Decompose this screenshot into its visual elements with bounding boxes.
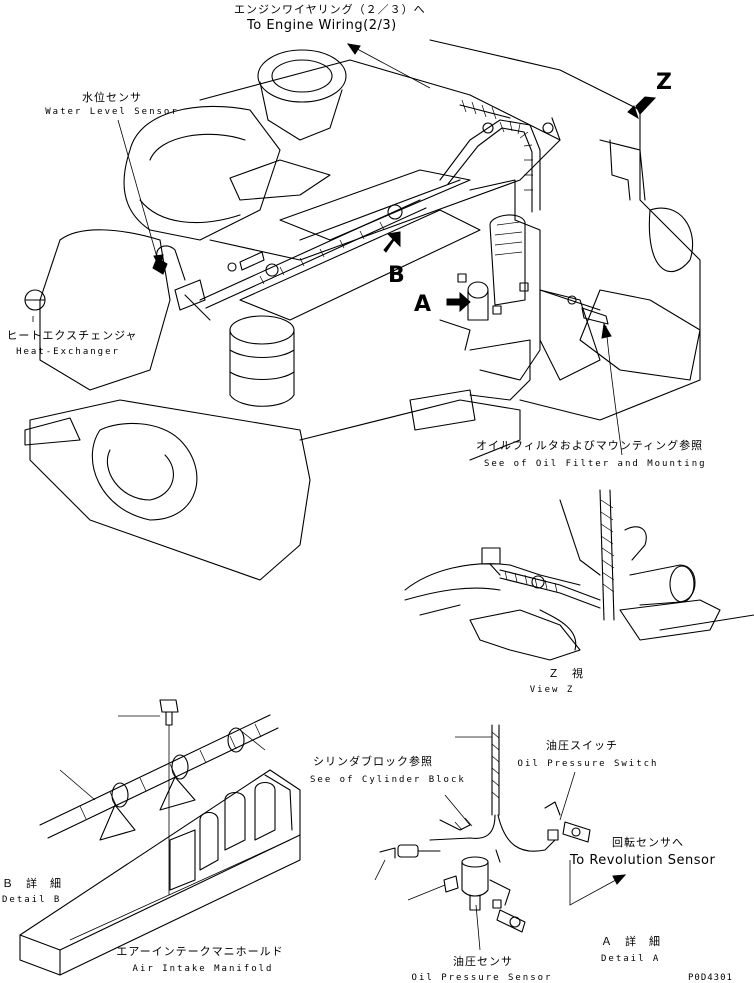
water-level-sensor-label-jp: 水位センサ bbox=[82, 91, 142, 104]
detail-b-caption-en: Detail B bbox=[2, 895, 62, 905]
oil-pressure-switch-label-jp: 油圧スイッチ bbox=[546, 739, 618, 752]
oil-pressure-sensor-label-en: Oil Pressure Sensor bbox=[411, 973, 553, 983]
air-intake-manifold-label-jp: エアーインテークマニホールド bbox=[116, 945, 284, 958]
view-z-marker: Z bbox=[656, 70, 672, 95]
revolution-sensor-label-en: To Revolution Sensor bbox=[570, 853, 716, 868]
oil-pressure-sensor-label-jp: 油圧センサ bbox=[453, 955, 513, 968]
view-b-marker: B bbox=[388, 263, 405, 288]
air-intake-manifold-label-en: Air Intake Manifold bbox=[132, 964, 274, 974]
engine-wiring-label-jp: エンジンワイヤリング（２／３）へ bbox=[234, 3, 426, 16]
cylinder-block-label-jp: シリンダブロック参照 bbox=[313, 755, 433, 768]
view-a-arrow bbox=[446, 291, 471, 313]
view-z-caption-jp: Ｚ 視 bbox=[548, 667, 584, 680]
drawing-number: P0D4301 bbox=[688, 973, 733, 983]
revolution-sensor-label-jp: 回転センサへ bbox=[612, 836, 684, 849]
detail-a-drawing bbox=[374, 724, 627, 951]
view-a-marker: A bbox=[414, 292, 432, 317]
oil-filter-mounting-label-jp: オイルフィルタおよびマウンティング参照 bbox=[476, 439, 704, 452]
heat-exchanger-label-en: Heat-Exchanger bbox=[16, 347, 120, 357]
view-b-arrow bbox=[383, 231, 401, 253]
view-z-drawing bbox=[404, 489, 754, 661]
heat-exchanger-label-jp: ヒートエクスチェンジャ bbox=[6, 329, 138, 342]
detail-b-caption-jp: Ｂ 詳 細 bbox=[2, 877, 62, 890]
engine-assembly bbox=[24, 39, 701, 581]
view-direction-arrows bbox=[383, 96, 657, 313]
detail-a-caption-jp: Ａ 詳 細 bbox=[601, 935, 661, 948]
cylinder-block-label-en: See of Cylinder Block bbox=[310, 775, 466, 785]
oil-pressure-switch-label-en: Oil Pressure Switch bbox=[517, 759, 659, 769]
engine-wiring-label-en: To Engine Wiring(2/3) bbox=[247, 18, 397, 33]
view-z-caption-en: View Z bbox=[529, 685, 575, 695]
view-z-arrow bbox=[627, 96, 657, 120]
detail-a-caption-en: Detail A bbox=[601, 954, 661, 964]
detail-b-drawing bbox=[19, 699, 301, 976]
water-level-sensor-label-en: Water Level Sensor bbox=[45, 107, 179, 117]
oil-filter-mounting-label-en: See of Oil Filter and Mounting bbox=[484, 459, 707, 469]
main-view-leaders bbox=[32, 43, 623, 456]
